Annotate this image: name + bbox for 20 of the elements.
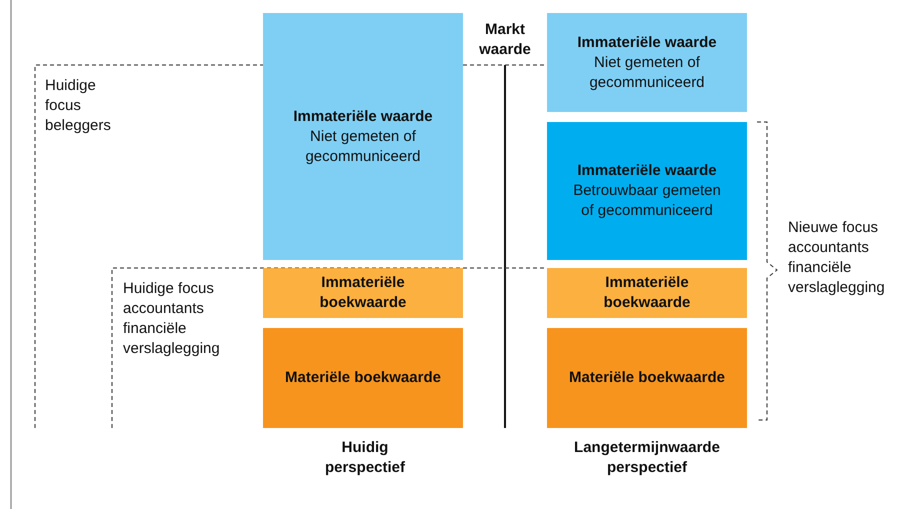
block-title: Immateriële waarde (577, 32, 717, 52)
value-block (547, 268, 747, 318)
block-title: Immateriële waarde (577, 161, 717, 181)
value-block (547, 122, 747, 260)
block-title: Immateriële boekwaarde (602, 273, 692, 313)
value-block (263, 268, 463, 318)
value-block (547, 328, 747, 428)
value-block (547, 13, 747, 112)
block-description: Betrouwbaar gemeten of gecommuniceerd (572, 181, 722, 221)
bracket-label: Nieuwe focus accountants financiële verslaglegging (788, 218, 886, 298)
bracket-label: Huidige focus beleggers (45, 76, 112, 136)
block-title: Materiële boekwaarde (569, 368, 725, 388)
block-description: Niet gemeten of gecommuniceerd (588, 52, 706, 92)
value-block (263, 328, 463, 428)
bracket-label: Huidige focus accountants financiële verslaglegging (123, 279, 221, 359)
value-block (263, 13, 463, 260)
block-title: Immateriële boekwaarde (318, 273, 408, 313)
block-title: Materiële boekwaarde (285, 368, 441, 388)
block-description: Niet gemeten of gecommuniceerd (304, 126, 422, 166)
block-title: Immateriële waarde (293, 106, 433, 126)
